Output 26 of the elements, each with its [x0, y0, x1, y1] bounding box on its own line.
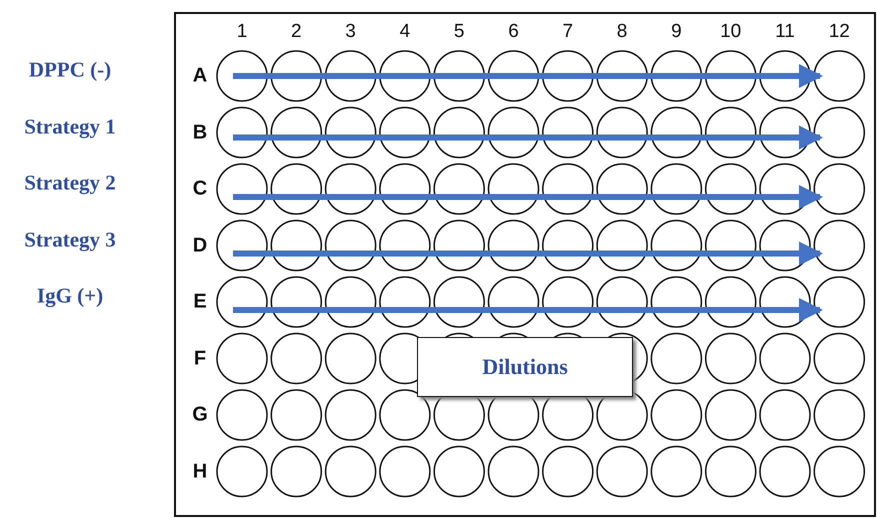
- column-number: 9: [671, 21, 682, 43]
- column-number: 10: [720, 21, 742, 43]
- label-box: Dilutions: [417, 337, 633, 397]
- row-letter: C: [192, 178, 208, 200]
- row-letter: D: [192, 234, 208, 257]
- row-label: Strategy 3: [24, 227, 116, 252]
- row-letter: B: [192, 121, 208, 144]
- column-number: 12: [828, 21, 850, 43]
- row-letter: E: [193, 290, 207, 314]
- column-number: 7: [562, 21, 574, 43]
- column-number: 3: [345, 21, 356, 43]
- column-number: 6: [508, 21, 519, 43]
- row-label: Strategy 1: [24, 114, 116, 139]
- column-number: 5: [454, 21, 464, 43]
- row-label: IgG (+): [36, 284, 104, 308]
- column-number: 11: [775, 21, 795, 43]
- row-label: Strategy 2: [24, 170, 116, 196]
- row-letter: H: [192, 460, 208, 483]
- row-letter: A: [192, 64, 208, 88]
- column-number: 1: [236, 21, 248, 43]
- row-letter: F: [194, 347, 206, 370]
- row-label: DPPC (-): [28, 58, 112, 82]
- column-number: 4: [400, 21, 410, 43]
- column-number: 8: [616, 21, 628, 43]
- row-letter: G: [192, 404, 208, 426]
- column-number: 2: [291, 21, 302, 43]
